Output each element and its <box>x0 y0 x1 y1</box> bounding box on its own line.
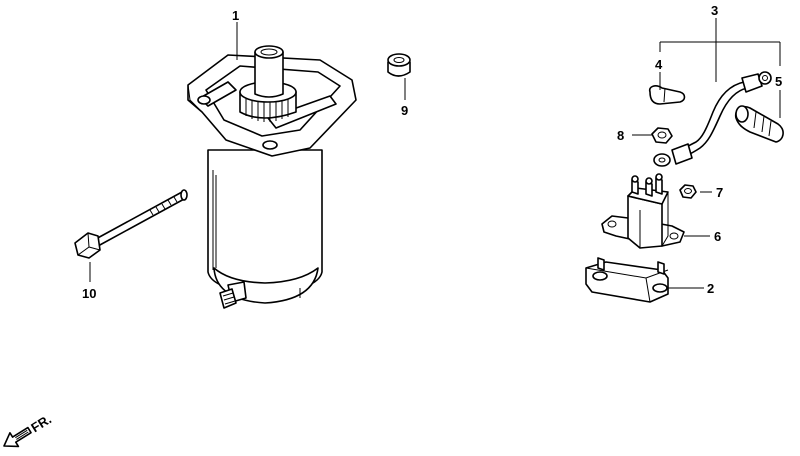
starter-solenoid <box>601 173 685 249</box>
callout-7: 7 <box>716 185 723 200</box>
front-direction-arrow-icon <box>3 426 32 448</box>
callout-5: 5 <box>775 74 782 89</box>
terminal-boot-large <box>734 105 784 143</box>
solenoid-mount-rubber <box>585 257 669 303</box>
starter-motor <box>187 45 357 309</box>
callout-2: 2 <box>707 281 714 296</box>
terminal-boot-small <box>648 85 686 105</box>
starter-cable <box>653 71 772 167</box>
hex-nut-small <box>679 184 697 199</box>
callout-4: 4 <box>655 57 663 72</box>
front-direction-indicator: FR. <box>3 411 54 448</box>
front-direction-label: FR. <box>28 411 54 435</box>
callout-3: 3 <box>711 3 718 18</box>
hex-nut <box>651 127 673 144</box>
collar-sleeve <box>387 53 411 77</box>
long-bolt <box>74 189 188 259</box>
callout-10: 10 <box>82 286 96 301</box>
callout-1: 1 <box>232 8 239 23</box>
callout-6: 6 <box>714 229 721 244</box>
leader-lines <box>89 18 781 289</box>
callout-9: 9 <box>401 103 408 118</box>
callout-8: 8 <box>617 128 624 143</box>
